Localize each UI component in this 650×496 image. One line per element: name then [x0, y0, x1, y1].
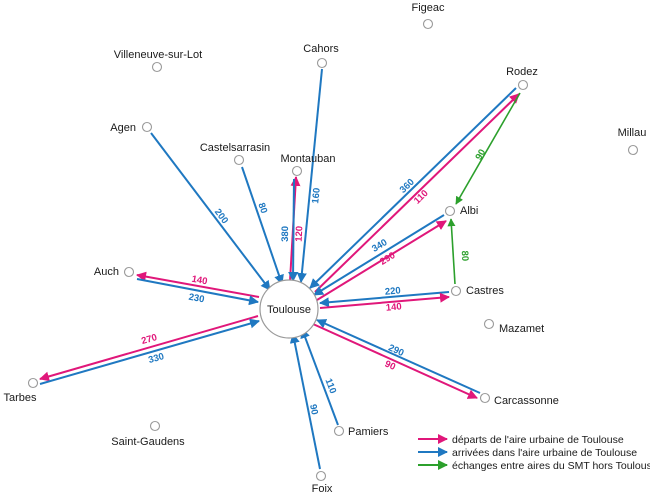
flow-label-cahors-arrivee: 160 [310, 187, 323, 204]
flow-label-albi-arrivee: 340 [370, 237, 389, 255]
flow-label-pamiers-arrivee: 110 [322, 377, 338, 395]
flow-arrow-pamiers-arrivee [300, 328, 339, 426]
city-label-tarbes: Tarbes [3, 392, 37, 404]
legend-label-departs: départs de l'aire urbaine de Toulouse [452, 434, 624, 446]
flow-arrow-castres-arrivee [319, 291, 450, 308]
flow-arrow-tarbes-arrivee [39, 318, 260, 385]
city-label-castres: Castres [466, 285, 504, 297]
flow-arrow-cahors-arrivee [296, 68, 323, 283]
flow-label-foix-arrivee: 90 [307, 403, 320, 415]
flow-arrow-foix-arrivee [289, 333, 321, 470]
flow-label-rodez-albi: 90 [473, 147, 488, 162]
city-node-tarbes [27, 377, 39, 389]
city-label-montauban: Montauban [280, 153, 335, 165]
flow-arrow-tarbes-depart [39, 315, 259, 382]
flow-arrow-rodez-depart [314, 93, 520, 293]
flow-arrow-castres-depart [319, 292, 450, 309]
legend-label-arrivees: arrivées dans l'aire urbaine de Toulouse [452, 447, 637, 459]
city-label-figeac: Figeac [411, 2, 445, 14]
city-label-auch: Auch [94, 266, 119, 278]
flow-arrow-agen-arrivee [150, 132, 271, 291]
city-node-cahors [316, 57, 328, 69]
city-node-castres [450, 285, 462, 297]
city-label-rodez: Rodez [506, 66, 538, 78]
flow-arrow-rodez-albi [455, 92, 521, 205]
flow-label-castres-arrivee: 220 [384, 285, 401, 297]
flow-label-castres-depart: 140 [385, 301, 402, 313]
flow-label-agen-arrivee: 200 [212, 207, 230, 226]
city-node-agen [141, 121, 153, 133]
city-label-agen: Agen [110, 122, 136, 134]
flow-arrow-castelsarrasin-arrivee [241, 166, 284, 285]
flow-label-castres-albi: 80 [459, 250, 471, 261]
legend: départs de l'aire urbaine de Toulouse ar… [418, 434, 650, 472]
flow-label-montauban-arrivee: 380 [280, 226, 291, 242]
flow-label-tarbes-depart: 270 [140, 332, 158, 347]
flow-arrow-auch-depart [136, 271, 260, 298]
city-node-rodez [517, 79, 529, 91]
city-node-foix [315, 470, 327, 482]
flow-arrow-carcassonne-arrivee [316, 319, 481, 394]
flow-label-rodez-arrivee: 360 [398, 177, 417, 196]
city-label-pamiers: Pamiers [348, 426, 389, 438]
legend-label-echanges: échanges entre aires du SMT hors Toulous… [452, 460, 650, 472]
city-node-castelsarrasin [233, 154, 245, 166]
city-label-millau: Millau [618, 127, 647, 139]
flow-label-auch-arrivee: 230 [188, 292, 206, 306]
city-node-auch [123, 266, 135, 278]
flow-label-auch-depart: 140 [191, 274, 209, 288]
hub-node-toulouse [259, 279, 319, 339]
flow-label-tarbes-arrivee: 330 [147, 351, 165, 366]
city-label-saint-gaudens: Saint-Gaudens [111, 436, 185, 448]
flow-arrow-albi-arrivee [313, 214, 445, 296]
flow-label-carcassonne-arrivee: 290 [387, 342, 406, 358]
city-label-castelsarrasin: Castelsarrasin [200, 142, 270, 154]
hub-label-toulouse: Toulouse [267, 304, 311, 316]
city-node-montauban [291, 165, 303, 177]
city-label-cahors: Cahors [303, 43, 339, 55]
city-node-villeneuve [151, 61, 163, 73]
city-node-figeac [422, 18, 434, 30]
city-node-albi [444, 205, 456, 217]
flow-arrow-carcassonne-depart [312, 323, 478, 399]
flow-arrow-montauban-arrivee [288, 178, 299, 282]
flow-arrow-albi-depart [316, 220, 447, 301]
flow-label-castelsarrasin-arrivee: 80 [255, 201, 269, 215]
flow-arrow-castres-albi [447, 218, 456, 285]
city-node-pamiers [333, 425, 345, 437]
flow-label-carcassonne-depart: 90 [383, 359, 397, 373]
city-label-carcassonne: Carcassonne [494, 395, 559, 407]
flow-label-rodez-depart: 110 [412, 188, 431, 207]
city-node-saint-gaudens [149, 420, 161, 432]
flow-label-montauban-depart: 120 [294, 226, 306, 242]
flow-arrow-auch-arrivee [136, 278, 259, 306]
city-node-millau [627, 144, 639, 156]
city-node-carcassonne [479, 392, 491, 404]
city-node-mazamet [483, 318, 495, 330]
city-label-villeneuve: Villeneuve-sur-Lot [114, 49, 202, 61]
city-label-foix: Foix [312, 483, 333, 495]
city-label-mazamet: Mazamet [499, 323, 544, 335]
flow-arrow-rodez-arrivee [309, 87, 517, 289]
city-label-albi: Albi [460, 205, 478, 217]
